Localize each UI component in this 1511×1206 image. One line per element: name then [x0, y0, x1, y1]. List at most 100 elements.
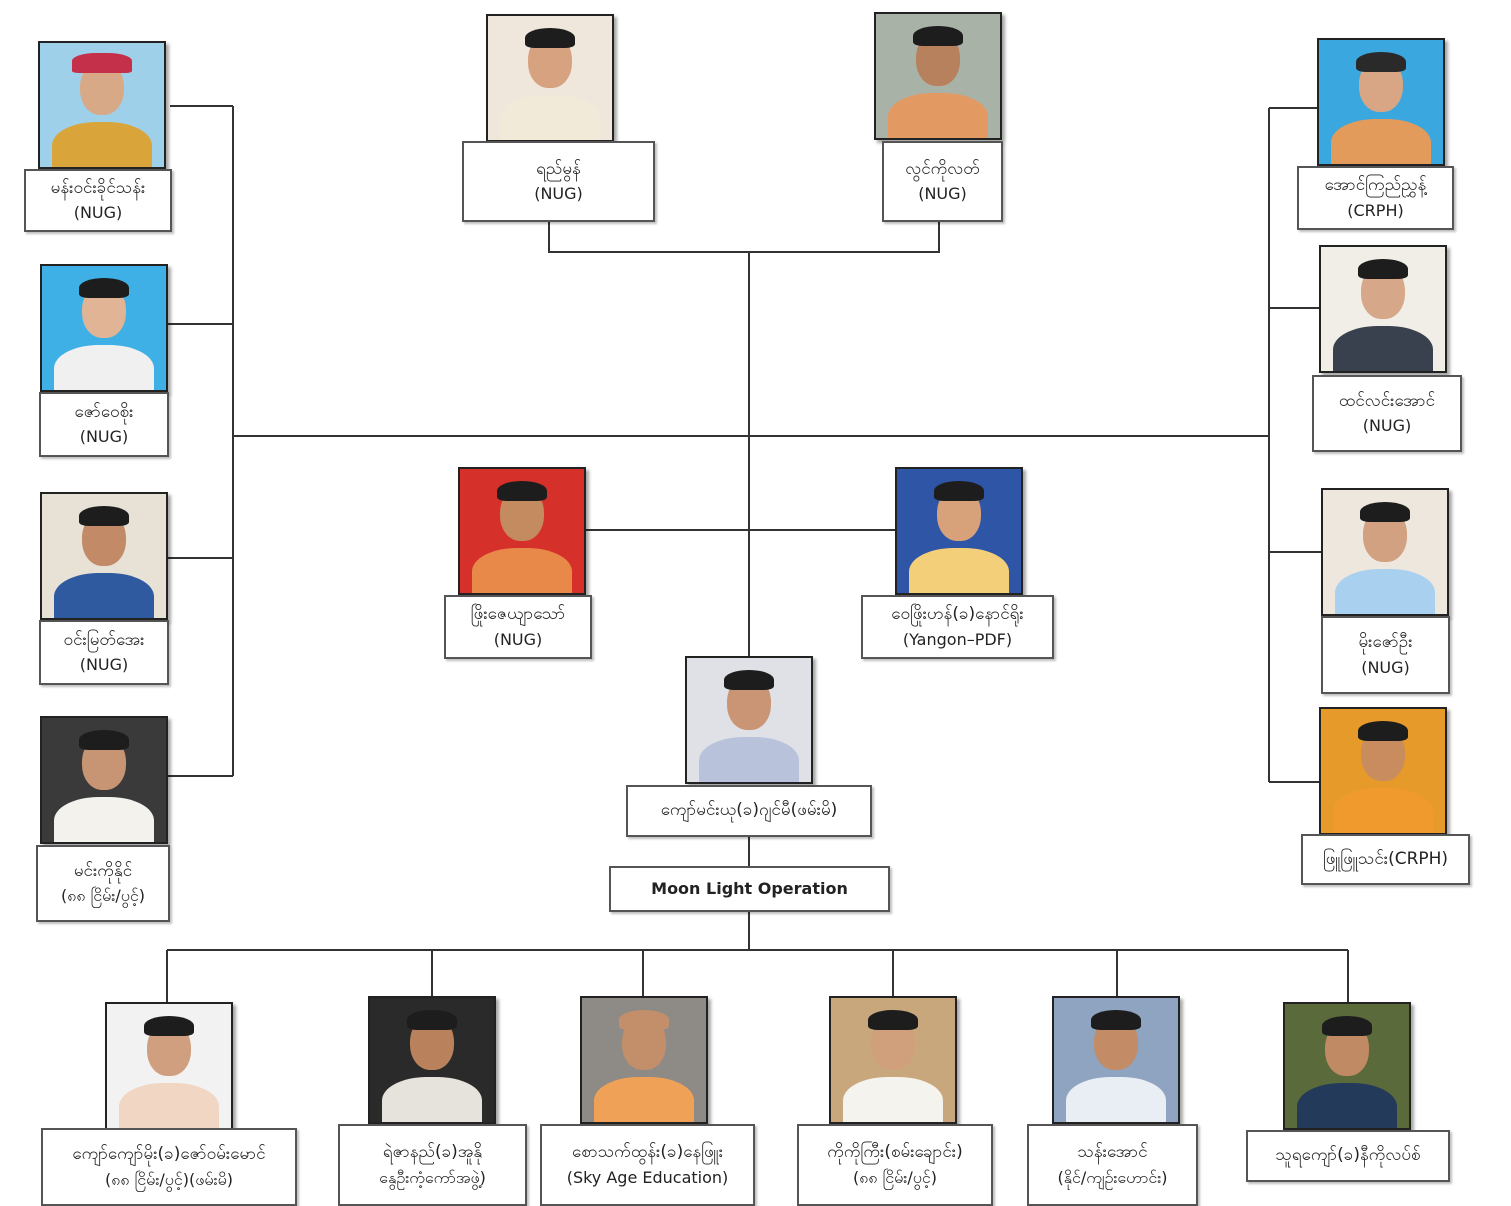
label-bottom-4: ကိုကိုကြီး(စမ်းချောင်း) (၈၈ ငြိမ်း/ပွင့်… [797, 1124, 993, 1206]
person-name: ဇော်ဝေစိုး [74, 401, 134, 422]
label-phyo-zeya-thaw: ဖြိုးဇေယျာသော် (NUG) [444, 595, 592, 659]
portrait-shirt [699, 737, 799, 782]
portrait-hair [1358, 259, 1408, 280]
portrait-hair [497, 481, 547, 502]
person-org: (၈၈ ငြိမ်း/ပွင့်) [60, 886, 145, 906]
portrait-shirt [119, 1083, 219, 1128]
portrait-hair [1360, 502, 1410, 523]
person-name: ကျော်မင်းယု(ခ)ဂျင်မီ(ဖမ်းမိ) [660, 800, 838, 821]
person-name: လွင်ကိုလတ် [905, 158, 980, 179]
portrait-hair [79, 278, 129, 299]
person-org: (၈၈ ငြိမ်း/ပွင့်)(ဖမ်းမိ) [105, 1169, 233, 1189]
portrait-headwear [72, 52, 132, 73]
person-name: ကိုကိုကြီး(စမ်းချောင်း) [827, 1142, 963, 1163]
label-left-1: မန်းဝင်းခိုင်သန်း (NUG) [24, 169, 172, 232]
person-org: (NUG) [1362, 416, 1412, 436]
portrait-hair [79, 506, 129, 527]
photo-right-2 [1319, 245, 1447, 373]
label-bottom-2: ရဲဇာနည်(ခ)အူနို နွေဦးကံ့ကော်အဖွဲ့) [338, 1124, 527, 1206]
label-right-2: ထင်လင်းအောင် (NUG) [1312, 375, 1462, 452]
label-right-4: ဖြူဖြူသင်း(CRPH) [1301, 834, 1470, 885]
person-name: ထင်လင်းအောင် [1338, 390, 1436, 411]
portrait-shirt [382, 1077, 482, 1122]
person-name: သူရကျော်(ခ)နီကိုလပ်စ် [1275, 1145, 1421, 1166]
portrait-shirt [54, 797, 154, 842]
portrait-hair [724, 670, 774, 691]
person-name: သန်းအောင် [1077, 1142, 1148, 1163]
person-name: ဝင်းမြတ်အေး [63, 629, 145, 650]
portrait-shirt [909, 548, 1009, 593]
person-name: ဖြိုးဇေယျာသော် [470, 604, 566, 625]
photo-wai-phyo-han [895, 467, 1023, 595]
portrait-hair [144, 1016, 194, 1037]
label-wai-phyo-han: ဝေဖြိုးဟန်(ခ)နောင်ရိုး (Yangon–PDF) [861, 595, 1054, 659]
person-org: (NUG) [1361, 657, 1410, 677]
person-org: (၈၈ ငြိမ်း/ပွင့်) [852, 1167, 937, 1187]
person-name: စောသက်ထွန်း(ခ)နေဖြူး [571, 1142, 724, 1163]
photo-bottom-3 [580, 996, 708, 1124]
person-name: မန်းဝင်းခိုင်သန်း [50, 177, 146, 198]
photo-left-2 [40, 264, 168, 392]
person-org: နွေဦးကံ့ကော်အဖွဲ့) [379, 1167, 486, 1187]
person-name: ကျော်ကျော်မိုး(ခ)ဇော်ဝမ်းမောင် [72, 1144, 266, 1165]
photo-yee-mon [486, 14, 614, 142]
person-org: (NUG) [918, 184, 967, 204]
portrait-hair [1322, 1016, 1372, 1037]
label-bottom-5: သန်းအောင် (နိုင်/ကျဉ်းဟောင်း) [1027, 1124, 1198, 1206]
person-org: (Sky Age Education) [566, 1167, 729, 1187]
photo-bottom-2 [368, 996, 496, 1124]
photo-bottom-6 [1283, 1002, 1411, 1130]
label-left-4: မင်းကိုနိုင် (၈၈ ငြိမ်း/ပွင့်) [36, 845, 170, 922]
portrait-shirt [1331, 119, 1431, 164]
person-name: ဝေဖြိုးဟန်(ခ)နောင်ရိုး [891, 604, 1024, 625]
label-lwin-ko-latt: လွင်ကိုလတ် (NUG) [882, 141, 1003, 222]
person-name: ရဲဇာနည်(ခ)အူနို [382, 1142, 483, 1163]
label-bottom-1: ကျော်ကျော်မိုး(ခ)ဇော်ဝမ်းမောင် (၈၈ ငြိမ်… [41, 1128, 297, 1206]
moon-light-operation-box: Moon Light Operation [609, 866, 890, 912]
portrait-shirt [1333, 326, 1433, 371]
portrait-shirt [888, 93, 988, 138]
portrait-shirt [1297, 1083, 1397, 1128]
portrait-hair [934, 481, 984, 502]
label-right-1: အောင်ကြည်ညွှန့် (CRPH) [1297, 166, 1454, 230]
photo-phyo-zeya-thaw [458, 467, 586, 595]
portrait-shirt [500, 95, 600, 140]
portrait-hair [79, 730, 129, 751]
person-name: အောင်ကြည်ညွှန့် [1324, 175, 1427, 196]
label-right-3: မိုးဇော်ဦး (NUG) [1321, 616, 1450, 694]
portrait-hair [913, 26, 963, 47]
portrait-hair [1358, 721, 1408, 742]
label-left-3: ဝင်းမြတ်အေး (NUG) [39, 620, 169, 685]
label-bottom-3: စောသက်ထွန်း(ခ)နေဖြူး (Sky Age Education) [540, 1124, 755, 1206]
portrait-shirt [54, 345, 154, 390]
portrait-shirt [594, 1077, 694, 1122]
portrait-hair [525, 28, 575, 49]
photo-right-3 [1321, 488, 1449, 616]
person-org: (NUG) [534, 184, 583, 204]
person-org: (CRPH) [1347, 200, 1404, 220]
person-name: ရည်မွန် [536, 158, 581, 179]
portrait-hair [1091, 1010, 1141, 1031]
portrait-shirt [54, 573, 154, 618]
portrait-shirt [1066, 1077, 1166, 1122]
connector-top-right [749, 221, 940, 253]
portrait-hair [868, 1010, 918, 1031]
portrait-shirt [472, 548, 572, 593]
photo-left-1 [38, 41, 166, 169]
person-org: (NUG) [79, 427, 129, 447]
person-name: မိုးဇော်ဦး [1358, 632, 1413, 653]
photo-kyaw-min-yu [685, 656, 813, 784]
photo-right-1 [1317, 38, 1445, 166]
portrait-hair [619, 1010, 669, 1031]
photo-left-3 [40, 492, 168, 620]
label-left-2: ဇော်ဝေစိုး (NUG) [39, 392, 169, 457]
photo-bottom-1 [105, 1002, 233, 1130]
portrait-hair [1356, 52, 1406, 73]
person-org: (NUG) [79, 655, 129, 675]
label-kyaw-min-yu: ကျော်မင်းယု(ခ)ဂျင်မီ(ဖမ်းမိ) [626, 785, 872, 837]
connector-top-left [548, 221, 749, 253]
photo-left-4 [40, 716, 168, 844]
portrait-shirt [1335, 569, 1435, 614]
photo-bottom-5 [1052, 996, 1180, 1124]
